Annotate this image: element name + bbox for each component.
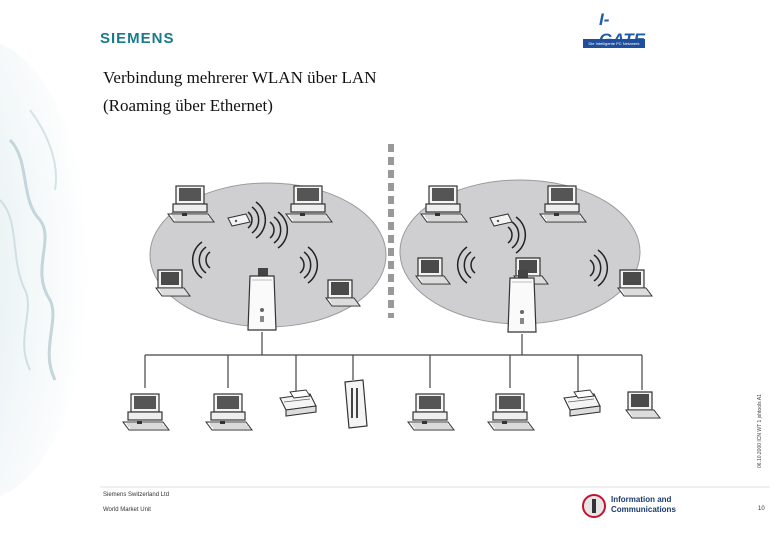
i-gate-logo: I-GATE Die Intelligente PC Netzwerk (583, 10, 645, 50)
wired-laptop (625, 391, 661, 419)
title-line-2: (Roaming über Ethernet) (103, 96, 273, 115)
wireless-pc (167, 185, 215, 223)
page-title: Verbindung mehrerer WLAN über LAN (Roami… (103, 64, 523, 120)
unit-name: World Market Unit (103, 507, 151, 513)
title-line-1: Verbindung mehrerer WLAN über LAN (103, 68, 377, 87)
server (344, 379, 368, 429)
printer (279, 389, 317, 417)
wireless-laptop (617, 269, 653, 297)
wired-pc (205, 393, 253, 431)
i-gate-tagline: Die Intelligente PC Netzwerk (583, 39, 645, 48)
document-reference: 06.10.2000 ICN WT 1 jshtools A1 (757, 394, 763, 468)
division-name: Information and Communications (611, 495, 676, 515)
lan-backbone (144, 332, 643, 392)
company-name: Siemens Switzerland Ltd (103, 492, 170, 498)
division-line-2: Communications (611, 505, 676, 514)
access-point (507, 269, 537, 333)
printer (563, 389, 601, 417)
siemens-logo: SIEMENS (100, 30, 175, 47)
ic-logo (582, 494, 606, 518)
page-number: 10 (758, 506, 765, 512)
division-line-1: Information and (611, 495, 672, 504)
wired-pc (407, 393, 455, 431)
wired-pc (487, 393, 535, 431)
access-point (247, 267, 277, 331)
wired-pc (122, 393, 170, 431)
globe-decoration (0, 43, 90, 497)
